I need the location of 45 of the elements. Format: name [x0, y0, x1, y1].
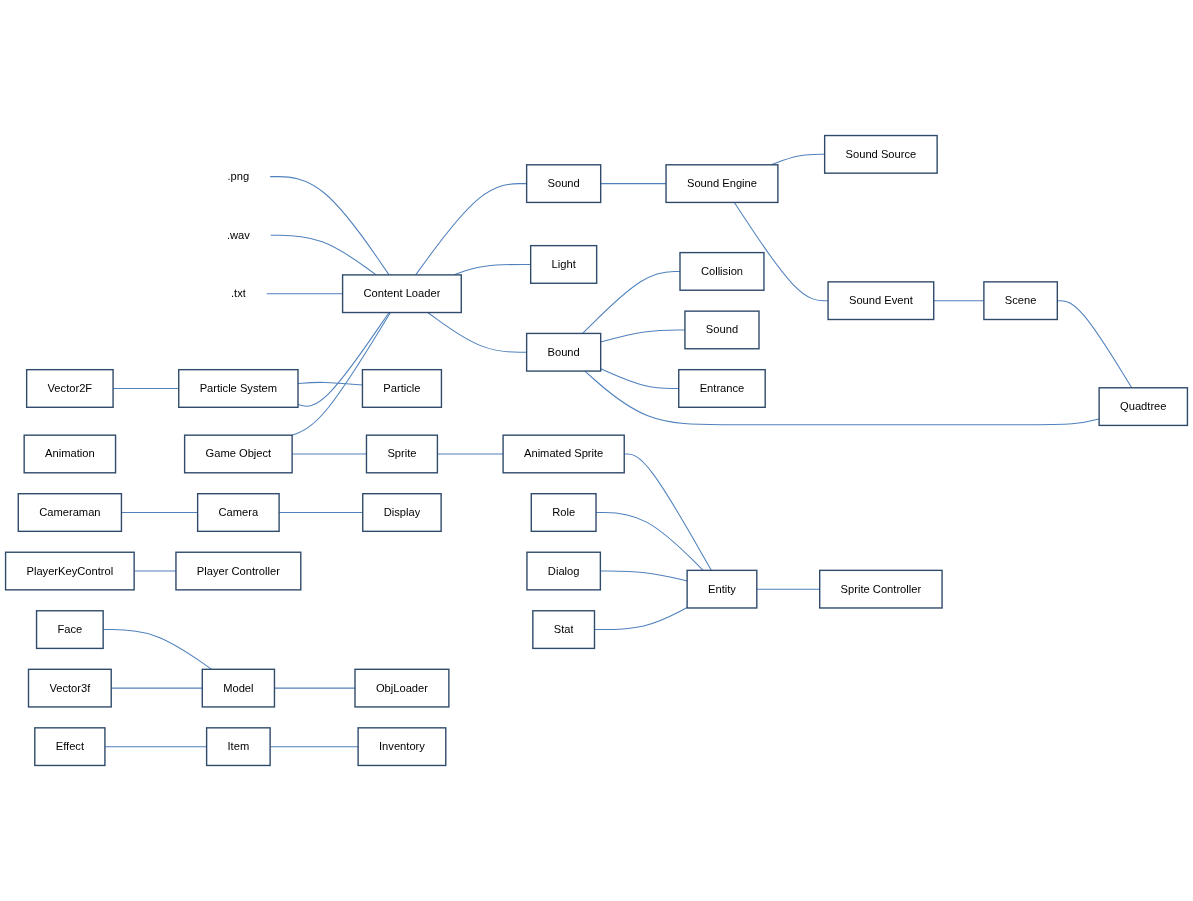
node-box: Entrance: [678, 368, 766, 408]
node-text: .png: [227, 170, 250, 183]
connector: [270, 234, 377, 276]
node-box: Particle System: [178, 368, 299, 408]
node-box: Bound: [525, 332, 602, 372]
node-box: Inventory: [357, 727, 447, 767]
node-box: Face: [35, 610, 104, 650]
node-box: Stat: [532, 610, 596, 650]
connector: [733, 201, 829, 302]
node-box: Content Loader: [341, 274, 462, 314]
node-box: Animated Sprite: [502, 434, 625, 474]
node-box: Vector3f: [27, 668, 112, 708]
node-box: Sound Source: [823, 134, 938, 174]
node-box: Sound Engine: [665, 164, 779, 204]
node-text: .wav: [226, 228, 250, 241]
node-box: Item: [205, 727, 271, 767]
node-box: Player Controller: [175, 551, 302, 591]
node-box: Light: [529, 244, 598, 284]
connector: [291, 312, 391, 436]
node-box: Sound: [684, 310, 760, 350]
node-box: Dialog: [526, 551, 602, 591]
node-box: PlayerKeyControl: [4, 551, 135, 591]
connector: [269, 176, 390, 276]
node-box: Scene: [983, 281, 1058, 321]
node-box: Game Object: [183, 434, 293, 474]
node-box: Entity: [686, 569, 758, 609]
node-box: Sound Event: [827, 281, 935, 321]
node-box: Quadtree: [1098, 387, 1189, 427]
node-box: Sound: [525, 164, 602, 204]
node-box: Effect: [34, 727, 106, 767]
node-box: Sprite Controller: [819, 569, 943, 609]
node-box: Cameraman: [17, 493, 123, 533]
node-box: Collision: [679, 251, 765, 291]
node-box: Sprite: [365, 434, 439, 474]
connector: [600, 183, 667, 185]
node-box: Camera: [196, 493, 280, 533]
node-box: Model: [201, 668, 276, 708]
node-box: Display: [362, 493, 442, 533]
node-box: Role: [530, 493, 597, 533]
connector: [584, 370, 1100, 426]
node-text: .txt: [230, 287, 246, 300]
node-box: ObjLoader: [354, 668, 450, 708]
node-box: Vector2F: [25, 368, 114, 408]
node-box: Particle: [361, 368, 443, 408]
node-box: Animation: [23, 434, 117, 474]
